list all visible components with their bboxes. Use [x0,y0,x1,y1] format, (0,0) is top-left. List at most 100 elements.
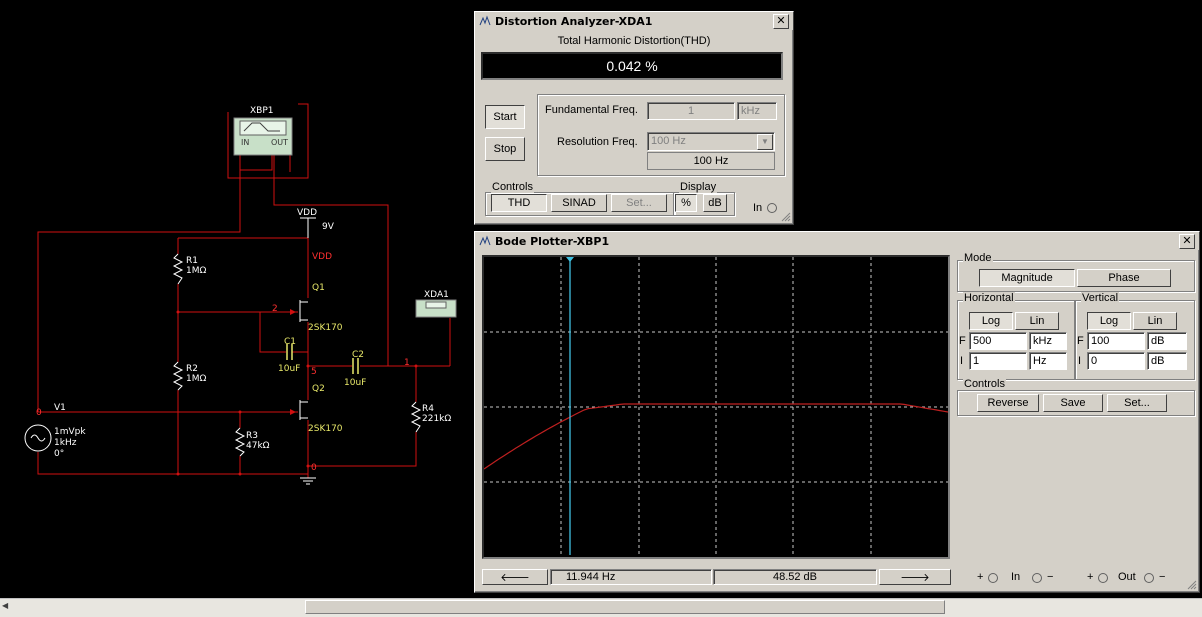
horizontal-scrollbar[interactable]: ◀ [0,598,1202,617]
vertical-final-input[interactable]: 100 [1087,332,1145,350]
c2-value: 10uF [344,378,367,388]
bode-plot-svg [484,257,948,557]
close-icon[interactable]: ✕ [773,14,789,29]
in-terminal-icon[interactable] [767,203,777,213]
thd-readout: 0.042 % [481,52,783,80]
reverse-button[interactable]: Reverse [977,394,1039,412]
resolution-freq-select[interactable]: 100 Hz ▼ [647,132,775,151]
vdd-value: 9V [322,222,334,232]
fundamental-freq-unit[interactable]: kHz [737,102,777,120]
r1-name: R1 [186,256,198,266]
out-terminal-label: Out [1118,571,1136,583]
q1-part: 2SK170 [308,323,343,333]
sinad-button[interactable]: SINAD [551,194,607,212]
horizontal-log-button[interactable]: Log [969,312,1013,330]
q2-part: 2SK170 [308,424,343,434]
vertical-lin-button[interactable]: Lin [1133,312,1177,330]
resize-grip-icon[interactable] [781,212,791,222]
horizontal-initial-input[interactable]: 1 [969,352,1027,370]
horizontal-final-input[interactable]: 500 [969,332,1027,350]
resolution-freq-display: 100 Hz [647,152,775,170]
r4-value: 221kΩ [422,414,452,424]
out-plus-terminal-icon[interactable] [1098,573,1108,583]
distortion-analyzer-titlebar[interactable]: Distortion Analyzer-XDA1 ✕ [475,12,793,30]
controls-label: Controls [491,181,534,193]
in-minus-terminal-icon[interactable] [1032,573,1042,583]
save-button[interactable]: Save [1043,394,1103,412]
db-button[interactable]: dB [703,194,727,212]
instrument-icon [479,15,491,26]
fundamental-freq-input[interactable]: 1 [647,102,735,120]
arrow-right-icon: 🡒 [900,572,930,584]
vdd-net-label: VDD [312,252,333,262]
thd-button[interactable]: THD [491,194,547,212]
r2-name: R2 [186,364,198,374]
resize-grip-icon[interactable] [1187,580,1197,590]
r3-name: R3 [246,431,258,441]
vdd-label: VDD [297,208,318,218]
in-plus-label: + [977,571,984,583]
c1-name: C1 [284,337,297,347]
horizontal-initial-unit[interactable]: Hz [1029,352,1067,370]
q1-name: Q1 [312,283,325,293]
percent-button[interactable]: % [675,194,697,212]
xbp1-label: XBP1 [250,106,274,116]
horizontal-final-label: F [959,335,966,347]
start-button[interactable]: Start [485,105,525,129]
magnitude-button[interactable]: Magnitude [979,269,1075,287]
horizontal-label: Horizontal [963,292,1015,304]
in-plus-terminal-icon[interactable] [988,573,998,583]
bode-plot-area[interactable] [482,255,950,559]
schematic-canvas[interactable]: XBP1 IN OUT XDA1 VDD 9V VDD R1 1MΩ R2 1M… [0,0,1202,598]
magnitude-trace [484,403,948,470]
horizontal-lin-button[interactable]: Lin [1015,312,1059,330]
horizontal-group [957,300,1075,380]
q2-name: Q2 [312,384,325,394]
vertical-log-button[interactable]: Log [1087,312,1131,330]
set-button[interactable]: Set... [611,194,667,212]
controls-label: Controls [963,378,1006,390]
r3-value: 47kΩ [246,441,270,451]
cursor-magnitude-readout: 48.52 dB [713,569,877,585]
v1-frequency: 1kHz [54,438,77,448]
vertical-label: Vertical [1081,292,1120,304]
horizontal-initial-label: I [960,355,964,367]
out-minus-terminal-icon[interactable] [1144,573,1154,583]
vertical-initial-input[interactable]: 0 [1087,352,1145,370]
bode-plotter-titlebar[interactable]: Bode Plotter-XBP1 ✕ [475,232,1199,250]
cursor-handle-icon [566,257,574,262]
r2-value: 1MΩ [186,374,207,384]
schematic-wires [24,103,457,485]
cursor-right-button[interactable]: 🡒 [879,569,951,585]
scrollbar-thumb[interactable] [305,600,945,614]
chevron-down-icon[interactable]: ▼ [757,134,773,150]
resolution-freq-label: Resolution Freq. [557,136,638,148]
scroll-left-icon[interactable]: ◀ [2,601,9,610]
fundamental-freq-label: Fundamental Freq. [545,104,638,116]
instrument-icon [479,235,491,246]
vertical-final-label: F [1077,335,1084,347]
v1-name: V1 [54,403,66,413]
xbp1-out-label: OUT [271,138,289,147]
c2-name: C2 [352,350,365,360]
node-0-label: 0 [311,463,317,473]
v1-amplitude: 1mVpk [54,427,86,437]
phase-button[interactable]: Phase [1077,269,1171,287]
out-plus-label: + [1087,571,1094,583]
arrow-left-icon: 🡐 [500,572,530,584]
stop-button[interactable]: Stop [485,137,525,161]
bode-plotter-window: Bode Plotter-XBP1 ✕ 🡐 11.944 Hz 48.52 dB… [474,231,1200,593]
thd-heading: Total Harmonic Distortion(THD) [557,35,711,47]
vertical-final-unit[interactable]: dB [1147,332,1187,350]
cursor-left-button[interactable]: 🡐 [482,569,548,585]
distortion-analyzer-window: Distortion Analyzer-XDA1 ✕ Total Harmoni… [474,11,794,225]
in-terminal-label: In [753,202,763,214]
close-icon[interactable]: ✕ [1179,234,1195,249]
r4-name: R4 [422,404,434,414]
vertical-initial-unit[interactable]: dB [1147,352,1187,370]
horizontal-final-unit[interactable]: kHz [1029,332,1067,350]
controls-group [957,390,1195,416]
cursor-frequency-readout: 11.944 Hz [550,569,712,585]
distortion-analyzer-title: Distortion Analyzer-XDA1 [495,14,653,28]
set-button[interactable]: Set... [1107,394,1167,412]
